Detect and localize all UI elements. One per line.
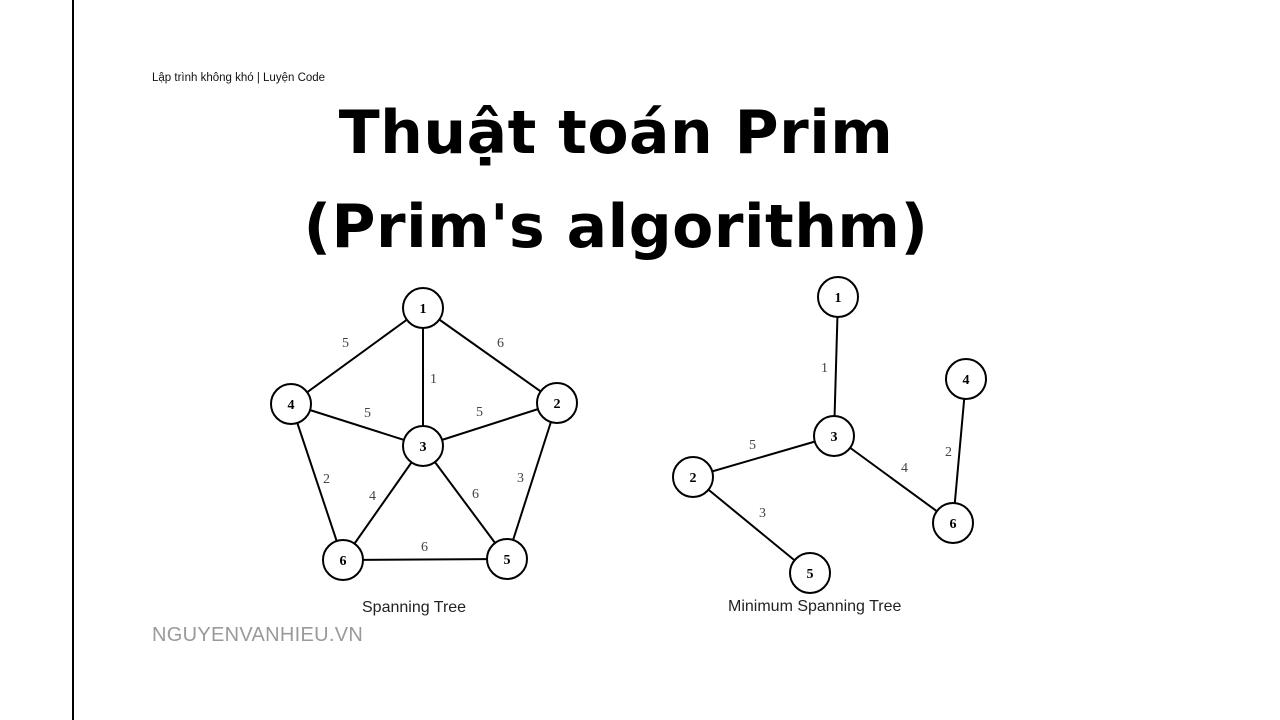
spanning-tree-caption: Spanning Tree xyxy=(362,599,467,616)
svg-text:3: 3 xyxy=(420,440,427,455)
mst-weights: 1 5 4 2 3 xyxy=(749,361,952,521)
spanning-tree-nodes: 1 2 3 4 5 6 xyxy=(270,287,578,581)
spanning-tree-graph xyxy=(290,307,558,561)
mst-node-6: 6 xyxy=(932,502,974,544)
mst-node-3: 3 xyxy=(813,415,855,457)
mst-node-4: 4 xyxy=(945,358,987,400)
svg-text:5: 5 xyxy=(807,567,814,582)
svg-text:6: 6 xyxy=(340,554,347,569)
mst-node-1: 1 xyxy=(817,276,859,318)
svg-text:1: 1 xyxy=(821,361,828,376)
mst-caption: Minimum Spanning Tree xyxy=(728,598,902,615)
site-watermark: NGUYENVANHIEU.VN xyxy=(152,624,364,646)
svg-text:4: 4 xyxy=(901,461,908,476)
svg-text:6: 6 xyxy=(472,487,479,502)
svg-text:2: 2 xyxy=(945,445,952,460)
left-divider-line xyxy=(72,0,74,720)
page-title: Thuật toán Prim xyxy=(338,98,894,168)
svg-text:1: 1 xyxy=(420,302,427,317)
brand-tagline: Lập trình không khó | Luyện Code xyxy=(152,72,326,84)
svg-text:1: 1 xyxy=(430,372,437,387)
svg-text:2: 2 xyxy=(690,471,697,486)
svg-text:5: 5 xyxy=(476,405,483,420)
svg-text:4: 4 xyxy=(963,373,970,388)
svg-text:3: 3 xyxy=(831,430,838,445)
mst-node-5: 5 xyxy=(789,552,831,594)
svg-text:5: 5 xyxy=(364,406,371,421)
mst-node-2: 2 xyxy=(672,456,714,498)
node-3: 3 xyxy=(402,425,444,467)
svg-text:5: 5 xyxy=(342,336,349,351)
svg-text:5: 5 xyxy=(504,553,511,568)
svg-text:2: 2 xyxy=(323,472,330,487)
mst-nodes: 1 2 3 4 5 6 xyxy=(672,276,987,594)
node-5: 5 xyxy=(486,538,528,580)
svg-text:3: 3 xyxy=(517,471,524,486)
svg-text:5: 5 xyxy=(749,438,756,453)
svg-text:4: 4 xyxy=(369,489,376,504)
node-2: 2 xyxy=(536,382,578,424)
page-subtitle: (Prim's algorithm) xyxy=(303,192,929,262)
svg-text:2: 2 xyxy=(554,397,561,412)
node-4: 4 xyxy=(270,383,312,425)
mst-graph xyxy=(692,296,967,574)
svg-text:3: 3 xyxy=(759,506,766,521)
svg-text:4: 4 xyxy=(288,398,295,413)
node-1: 1 xyxy=(402,287,444,329)
spanning-tree-weights: 5 6 1 5 5 2 4 6 3 6 xyxy=(323,336,524,555)
svg-text:6: 6 xyxy=(497,336,504,351)
node-6: 6 xyxy=(322,539,364,581)
svg-text:6: 6 xyxy=(421,540,428,555)
svg-text:1: 1 xyxy=(835,291,842,306)
svg-text:6: 6 xyxy=(950,517,957,532)
